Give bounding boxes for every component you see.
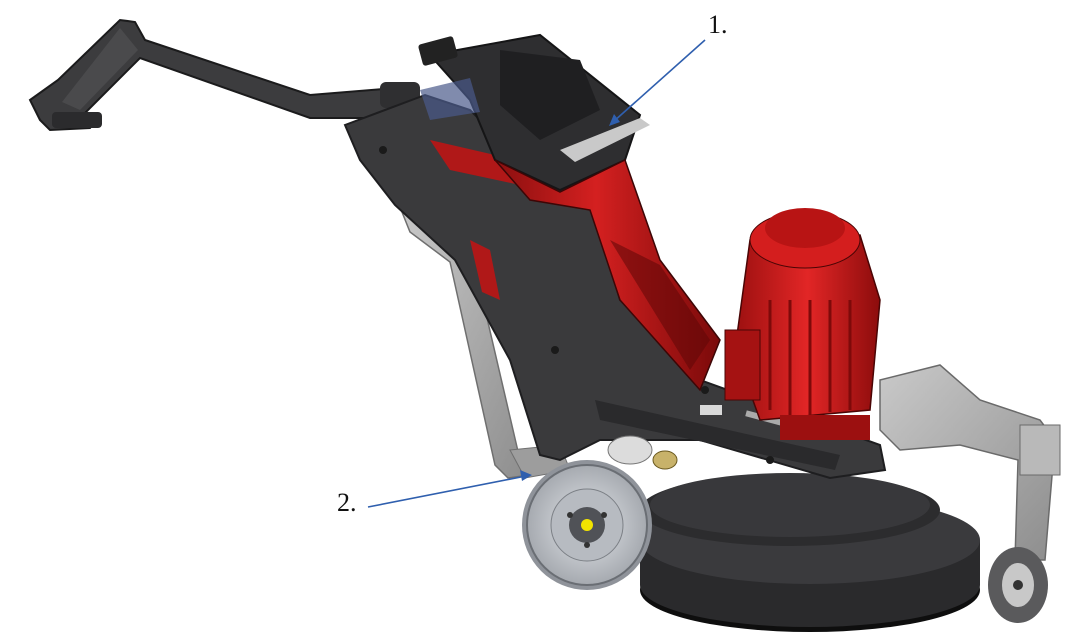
electric-motor [724,208,881,440]
grinding-head [640,473,980,632]
callout-2-leader [367,475,527,508]
callout-2-arrowhead [520,470,532,481]
handle-bar [28,18,420,132]
callout-label-1: 1. [708,10,728,39]
front-caster-arm [879,364,1061,623]
callout-1-leader [612,39,706,123]
dust-port [607,435,678,470]
red-column [494,158,721,392]
control-box [418,33,650,192]
callout-1-arrowhead [609,114,620,126]
callout-label-2: 2. [337,488,357,517]
rear-wheel [522,460,652,590]
